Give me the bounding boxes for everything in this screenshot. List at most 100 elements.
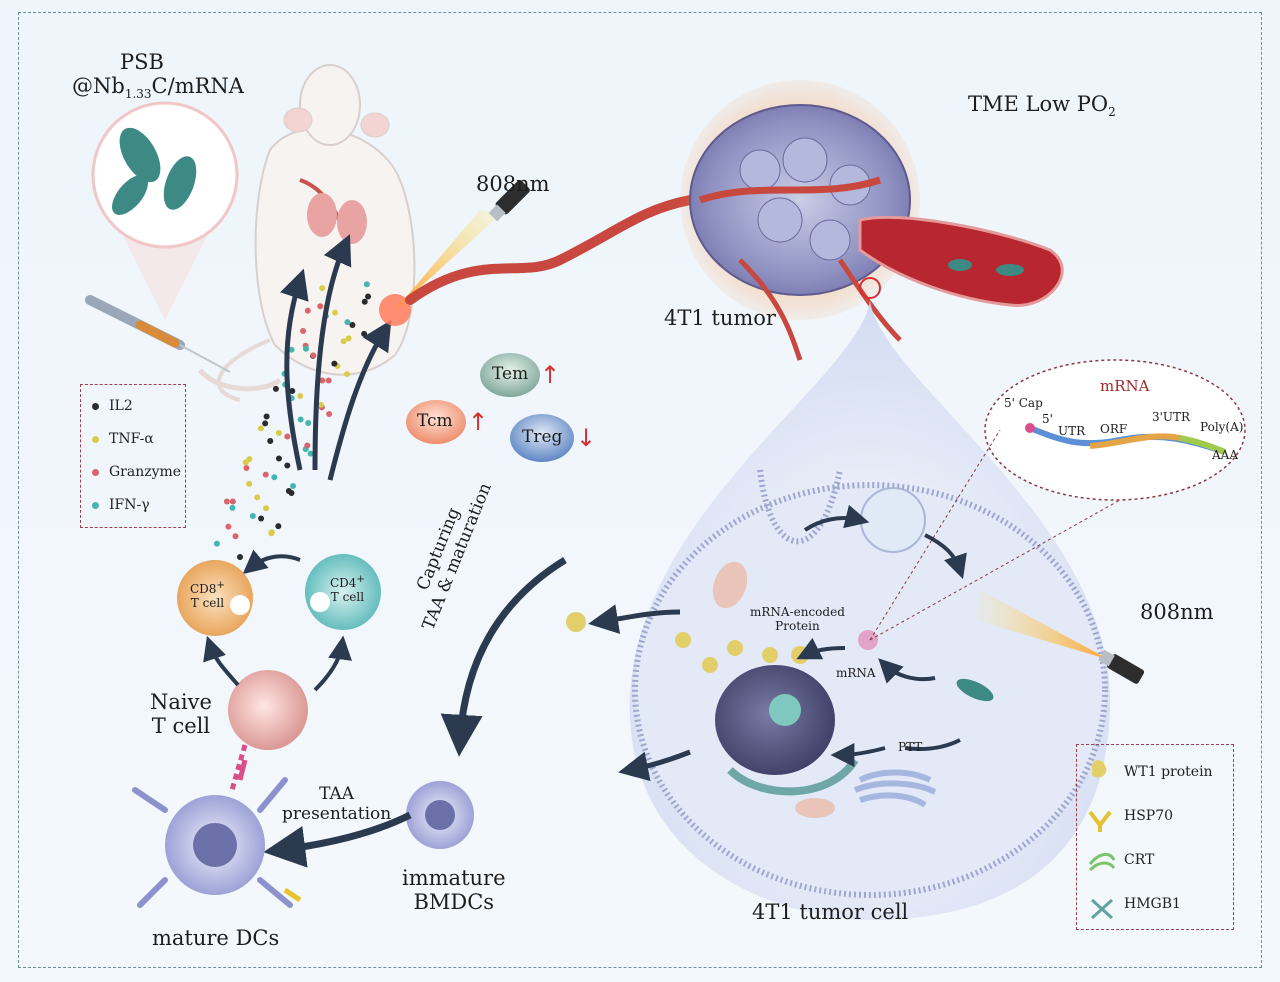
endosome [860, 487, 926, 553]
cytokine-legend-label: TNF-α [109, 431, 154, 447]
cd4-line2: T cell [330, 590, 365, 604]
cytokine-dot [263, 505, 270, 512]
cytokine-dot [297, 393, 304, 400]
immature-line1: immature [402, 866, 506, 890]
laser-beam-right [975, 590, 1110, 660]
marker-legend-label: HMGB1 [1124, 896, 1181, 912]
cytokine-dot [331, 360, 338, 367]
mature-dc [132, 759, 302, 908]
arrow-up-3 [327, 319, 392, 481]
mrna-zoom [984, 359, 1246, 501]
cytokine-dot [275, 429, 282, 436]
marker-legend-icons [1088, 760, 1116, 920]
cytokine-dot-icon [92, 435, 99, 443]
wt1-protein-icon [1092, 760, 1107, 778]
laser-device-right [1098, 649, 1145, 684]
arrow-up-1 [280, 268, 309, 471]
cytokine-dot [361, 330, 368, 337]
cytokine-dot [361, 298, 368, 305]
cytokine-dot [213, 540, 220, 547]
cytokine-dot [290, 482, 297, 489]
mrna-title: mRNA [1100, 377, 1150, 395]
cytokine-dot [317, 401, 324, 408]
cd8-line1: CD8 [190, 582, 217, 596]
cytokine-dot [319, 285, 326, 292]
cytokine-dot [237, 554, 243, 560]
cytokine-dot [305, 419, 312, 426]
psb-subscript: 1.33 [124, 87, 152, 102]
cytokine-dot [254, 494, 261, 501]
cd4-line1: CD4 [330, 576, 357, 590]
cytokine-dot [345, 335, 352, 342]
cytokine-dot [284, 433, 291, 440]
ptt-particle [956, 678, 994, 702]
cytokine-legend-label: IFN-γ [109, 497, 150, 513]
cytokine-dot [258, 515, 265, 522]
treg-down-arrow: ↓ [576, 424, 597, 452]
cytokine-dot [262, 471, 269, 478]
cytokine-dot [275, 523, 282, 530]
tem-label: Tem [492, 364, 529, 384]
mrna-encoded-line2: Protein [775, 619, 820, 633]
cytokine-dot [332, 309, 339, 316]
mrna-cap-label: 5' Cap [1004, 396, 1043, 410]
treg-label: Treg [522, 427, 563, 447]
tme-subscript: 2 [1108, 105, 1116, 120]
cytokine-dot [363, 281, 370, 288]
marker-legend-label: CRT [1124, 852, 1155, 868]
cytokine-legend-item: Granzyme [92, 464, 181, 480]
cytokine-dot [297, 416, 304, 423]
taa-line1: TAA [319, 784, 355, 804]
tumor-cell-membrane [632, 482, 1108, 898]
tumor-cell-label: 4T1 tumor cell [752, 900, 909, 924]
cytokine-dot [343, 371, 350, 378]
mrna-utr-label: UTR [1058, 424, 1086, 438]
taa-presentation-arrow [263, 811, 412, 868]
naive-line2: T cell [151, 714, 211, 738]
cytokine-dot [284, 462, 291, 469]
cytokine-dot [229, 498, 236, 505]
cd8-superscript: + [216, 580, 225, 591]
cytokine-legend-item: TNF-α [92, 431, 154, 447]
mrna-small-label: mRNA [836, 666, 876, 680]
marker-legend-label: HSP70 [1124, 808, 1174, 824]
cytokine-dot [325, 377, 332, 384]
mrna-5-label: 5' [1042, 412, 1053, 426]
cytokine-dot [246, 456, 253, 463]
cytokine-legend-label: IL2 [109, 398, 133, 414]
cytokine-legend-item: IL2 [92, 398, 133, 414]
tme-prefix: TME Low PO [968, 92, 1109, 116]
hmgb1-icon [1090, 898, 1114, 920]
cytokine-dot-icon [92, 501, 99, 509]
mitochondrion-2 [795, 798, 835, 818]
cytokine-dot [232, 533, 239, 540]
tem-up-arrow: ↑ [540, 361, 561, 389]
mrna-aaa-label: AAA [1212, 448, 1238, 462]
psb-suffix: C/mRNA [151, 74, 244, 98]
tcm-cell-shape [406, 400, 466, 444]
immature-line2: BMDCs [413, 890, 495, 914]
laser-beam-top [395, 210, 500, 310]
cytokine-dot [262, 420, 269, 427]
cytokine-dot [319, 377, 326, 384]
tcm-label: Tcm [417, 411, 453, 431]
cytokine-legend-item: IFN-γ [92, 497, 150, 513]
arrow-up-2 [312, 234, 352, 471]
mitochondrion-1 [712, 561, 748, 609]
treg-cell-shape [510, 414, 574, 462]
mrna-polya-label: Poly(A) [1200, 420, 1244, 434]
cytokine-dot [246, 480, 253, 487]
cytokine-dot [288, 346, 295, 353]
cd4-superscript: + [356, 574, 365, 585]
tem-cell-shape [480, 353, 540, 397]
cytokine-legend [80, 384, 186, 528]
cytokine-dot [326, 410, 333, 417]
cytokine-dot [289, 387, 296, 394]
cytokine-dot [300, 327, 307, 334]
figure-frame [18, 12, 1262, 968]
